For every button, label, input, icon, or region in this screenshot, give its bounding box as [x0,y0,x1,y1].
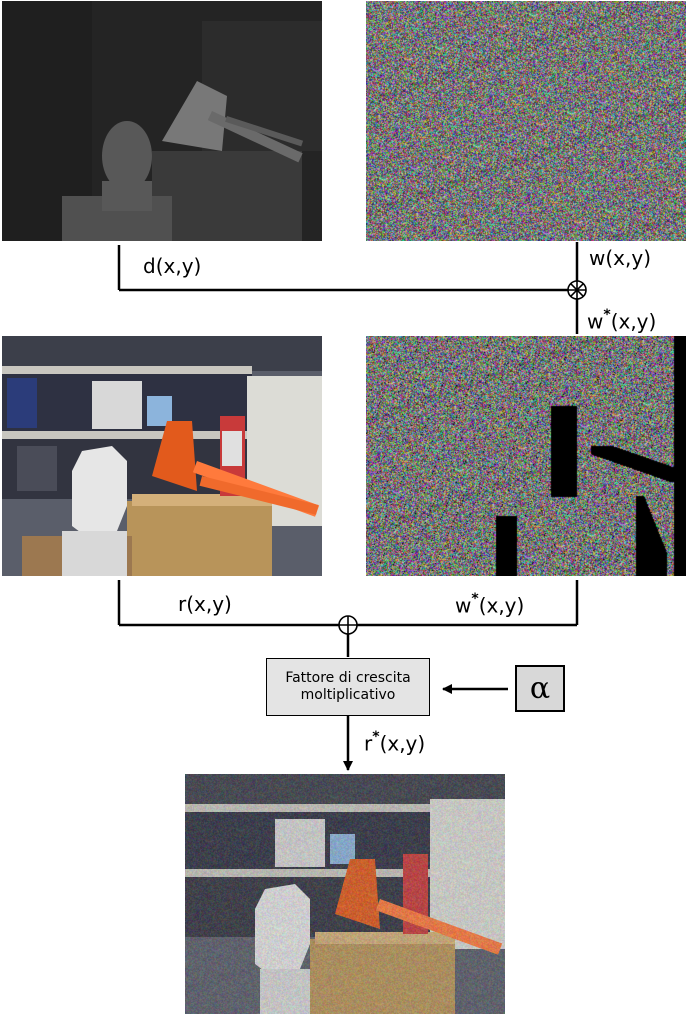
masked-watermark-label-base: w [587,309,604,334]
watermarked-output-image [185,774,505,1014]
output-label-sup: * [372,729,380,745]
alpha-block: α [515,665,565,712]
masked-watermark-image [366,336,686,576]
growth-factor-line1: Fattore di crescita [285,670,411,686]
growth-factor-line2: moltiplicativo [300,687,396,703]
watermark-label: w(x,y) [589,246,651,270]
depth-map-image [2,1,322,241]
masked-watermark-label: w*(x,y) [587,307,657,334]
masked-watermark-label-2: w*(x,y) [455,591,525,618]
masked-watermark-2-label-base: w [455,593,472,618]
depth-label: d(x,y) [143,254,202,278]
masked-watermark-2-label-sup: * [471,591,479,607]
reference-label: r(x,y) [178,592,232,616]
masked-watermark-2-label-args: (x,y) [478,593,525,618]
multiply-operator [567,280,587,300]
watermark-noise-image [366,1,686,241]
alpha-symbol: α [529,671,551,706]
output-label-base: r [364,731,373,756]
reference-image [2,336,322,576]
masked-watermark-label-args: (x,y) [610,309,657,334]
output-label: r*(x,y) [364,729,426,756]
output-label-args: (x,y) [379,731,426,756]
masked-watermark-label-sup: * [603,307,611,323]
add-operator [338,615,358,635]
growth-factor-block: Fattore di crescita moltiplicativo [266,658,430,716]
